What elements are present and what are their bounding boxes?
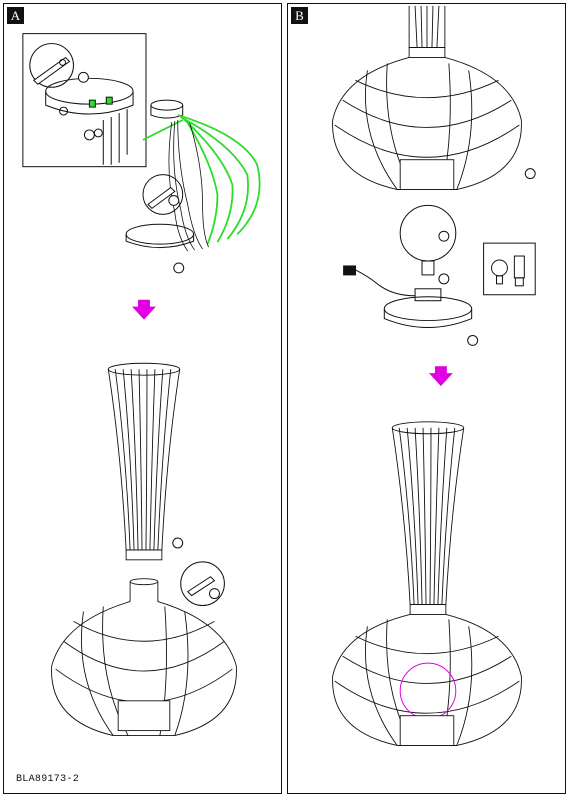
step-number-1b [438, 273, 450, 285]
shade-top [332, 5, 522, 190]
globe-bulb [399, 204, 457, 276]
step-number-1 [173, 262, 185, 274]
document-code: BLA89173-2 [16, 774, 80, 785]
step-number-5b [209, 588, 220, 600]
plug-icon [343, 265, 416, 297]
panel-b-illustration [332, 5, 536, 746]
panel-b: B [287, 3, 566, 794]
top-collar [150, 99, 184, 119]
panel-a-label: A [7, 7, 24, 24]
step-arrow-icon-b [428, 366, 453, 387]
step-number-3 [524, 168, 536, 180]
detail-hand-icon [29, 43, 74, 88]
step-number-5 [172, 537, 184, 549]
panel-a-illustration [22, 33, 261, 737]
ring-mount-detail [45, 77, 134, 165]
detail-inset [22, 33, 147, 168]
step-number-1c [467, 334, 479, 346]
panel-b-label: B [291, 7, 308, 24]
frame-wires [168, 120, 209, 252]
step-number-1-inset [77, 71, 89, 83]
step-arrow-icon [132, 299, 156, 320]
screwdriver-icon [142, 174, 184, 215]
cfl-bulb-icon [513, 255, 525, 279]
panel-a: A [3, 3, 282, 794]
step-number-2 [168, 194, 180, 206]
base-ring [125, 223, 195, 249]
highlight-wires [142, 114, 261, 245]
bulb-types-box [483, 242, 536, 296]
step-number-2b [438, 230, 450, 242]
lamp-base [383, 288, 473, 329]
assembled-lamp-b [332, 421, 522, 746]
screwdriver-icon-lower [180, 561, 225, 607]
assembled-lamp-a [51, 362, 237, 737]
incandescent-bulb-icon [491, 259, 508, 277]
step-number-2-inset [83, 129, 95, 141]
